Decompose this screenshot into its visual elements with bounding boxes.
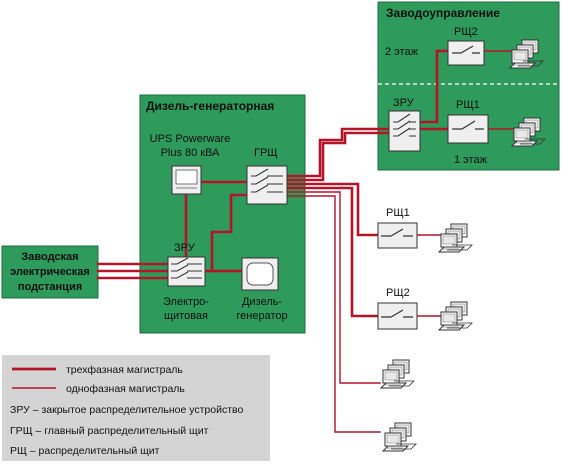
switch-icon [381, 228, 413, 237]
computer-icon [380, 359, 415, 389]
switch-icon [452, 45, 480, 54]
substation-zone [1, 245, 99, 299]
rsh2-plant-label: РЩ2 [386, 287, 410, 299]
rsh2-office-label: РЩ2 [454, 26, 478, 38]
diesel-zone [139, 94, 306, 334]
zru-diesel-label: ЗРУ [174, 242, 196, 254]
zru-diesel-caption-2: щитовая [164, 310, 208, 322]
legend-rsh: РЩ – распределительный щит [10, 445, 160, 457]
ups-icon [175, 169, 198, 185]
legend-zru: ЗРУ – закрытое распределительное устройс… [10, 404, 243, 416]
legend-single-phase: однофазная магистраль [66, 383, 185, 395]
ups-line-2: Plus 80 кВА [161, 147, 221, 159]
management-title: Заводоуправление [386, 6, 500, 20]
rsh2-plant-box [377, 302, 418, 330]
rsh1-plant-label: РЩ1 [386, 207, 410, 219]
zru-office-label: ЗРУ [393, 97, 415, 109]
legend-panel [2, 355, 270, 461]
legend-three-phase: трехфазная магистраль [66, 364, 183, 376]
legend-grsh: ГРЩ – главный распределительный щит [10, 425, 209, 437]
substation-line-1: Заводская [21, 251, 78, 263]
switch-icon [251, 168, 283, 193]
rsh1-office-label: РЩ1 [456, 99, 480, 111]
grsh-label: ГРЩ [254, 147, 278, 159]
computer-icon [438, 301, 473, 331]
zru-office-box [388, 110, 421, 152]
generator-caption-2: генератор [236, 310, 287, 322]
substation-line-2: электрическая [10, 266, 90, 278]
floor2-label: 2 этаж [385, 46, 419, 58]
switch-icon [452, 120, 484, 130]
generator-icon [246, 262, 274, 286]
computer-icon [382, 422, 417, 452]
diesel-title: Дизель-генераторная [146, 99, 274, 113]
switch-icon [393, 113, 416, 137]
switch-icon [171, 257, 202, 279]
computer-icon [438, 223, 473, 253]
floor1-label: 1 этаж [454, 154, 488, 166]
switch-icon [381, 309, 413, 318]
substation-line-3: подстанция [18, 281, 82, 293]
generator-caption-1: Дизель- [242, 296, 282, 308]
zru-diesel-caption-1: Электро- [163, 296, 209, 308]
wiring [96, 49, 515, 433]
ups-line-1: UPS Powerware [150, 133, 231, 145]
